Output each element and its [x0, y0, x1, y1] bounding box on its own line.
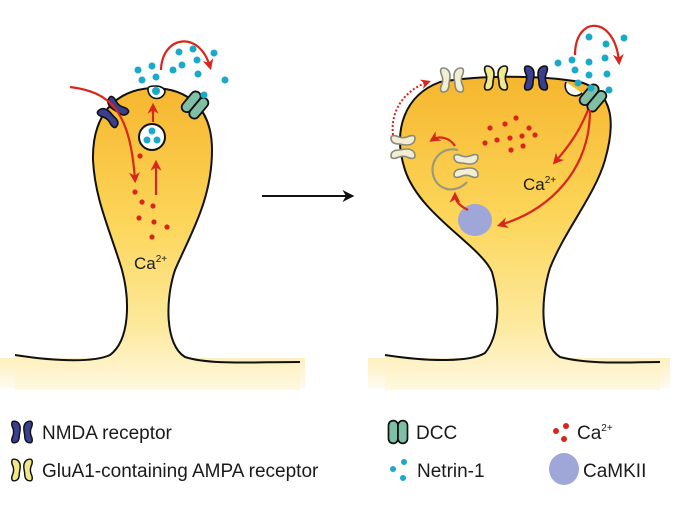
- netrin-release-arrow-right: [573, 24, 624, 66]
- legend: NMDA receptor GluA1-containing AMPA rece…: [11, 419, 646, 485]
- ca-label-left: Ca2+: [134, 254, 167, 273]
- spine-right: [385, 76, 660, 390]
- legend-item-nmda: NMDA receptor: [11, 420, 173, 444]
- legend-item-calcium: Ca2+: [553, 423, 613, 444]
- legend-item-dcc: DCC: [387, 419, 457, 445]
- dcc-icon: [387, 419, 409, 445]
- dcc-to-ca-arrow: [552, 109, 590, 165]
- ca-label-right: Ca2+: [523, 175, 556, 194]
- spine-outline-right: [384, 75, 661, 364]
- legend-label-calcium: Ca2+: [577, 423, 613, 444]
- legend-item-netrin: Netrin-1: [390, 459, 485, 482]
- netrin-release-arrow-left: [159, 40, 214, 71]
- dcc-to-camkii-arrow: [496, 109, 592, 229]
- legend-label-glua1: GluA1-containing AMPA receptor: [42, 461, 319, 482]
- recycling-endosome: [431, 148, 468, 191]
- netrin-vesicle-left: [138, 123, 166, 151]
- calcium-cloud-left: [132, 153, 170, 240]
- spine-left: [15, 88, 300, 390]
- netrin-cloud-left: [134, 45, 229, 99]
- netrin-cloud-right: [554, 33, 628, 94]
- camkii-icon: [549, 453, 579, 485]
- legend-label-netrin: Netrin-1: [417, 461, 485, 482]
- legend-label-camkii: CaMKII: [583, 461, 646, 482]
- ampa-receptor-icon: [11, 458, 33, 482]
- legend-label-dcc: DCC: [416, 423, 457, 444]
- legend-item-camkii: CaMKII: [549, 453, 646, 485]
- panel-before: Ca2+: [0, 40, 305, 390]
- camkii-right: [458, 204, 492, 236]
- panel-after: Ca2+: [368, 24, 670, 390]
- exocytosis-pore-right: [564, 81, 583, 97]
- netrin-dots-icon: [390, 459, 407, 481]
- nmda-receptor-icon: [11, 420, 33, 444]
- endosome-to-membrane-arrow: [429, 131, 456, 147]
- legend-item-glua1: GluA1-containing AMPA receptor: [11, 458, 319, 482]
- calcium-cloud-right: [482, 115, 538, 153]
- legend-label-nmda: NMDA receptor: [42, 423, 173, 444]
- camkii-to-endosome-arrow: [449, 191, 469, 211]
- ca-influx-arrow-left: [69, 85, 140, 184]
- calcium-dots-icon: [553, 423, 569, 442]
